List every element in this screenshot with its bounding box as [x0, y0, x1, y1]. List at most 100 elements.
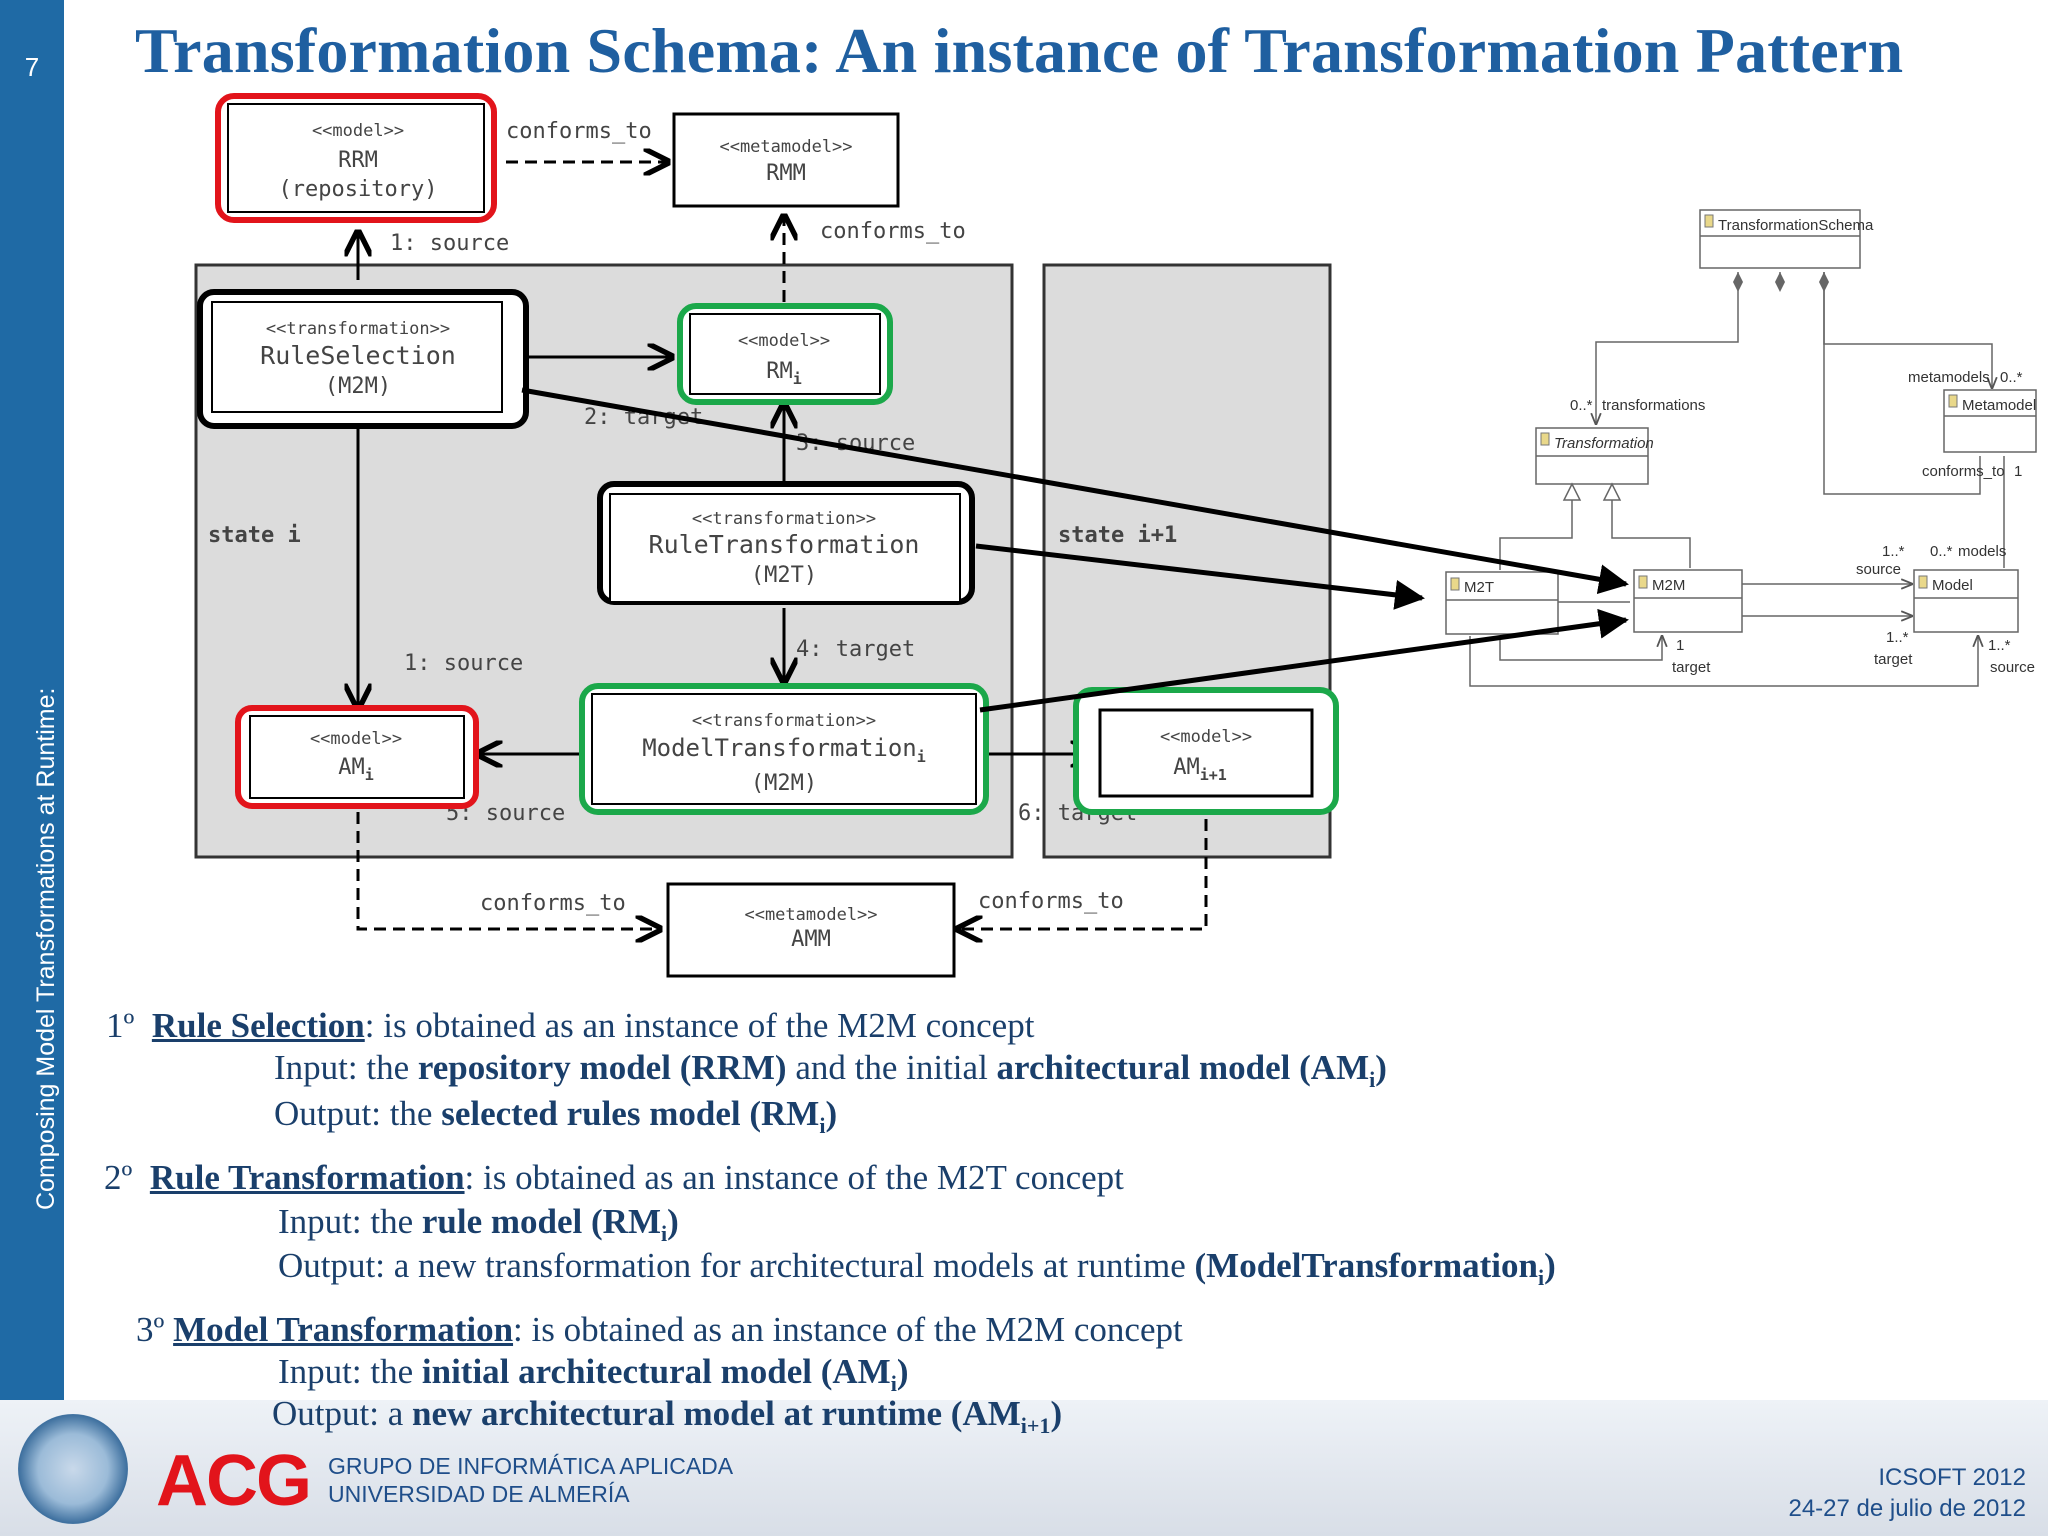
svg-text:AMi+1: AMi+1: [1173, 755, 1227, 784]
uml-class-transformation: Transformation: [1554, 435, 1654, 452]
ami-box: <<model>> AMi: [235, 705, 479, 809]
step-2-input-sub: i: [660, 1221, 668, 1246]
step-1-input-mid: and the initial: [786, 1048, 997, 1087]
uml-class-metamodel: Metamodel: [1962, 397, 2036, 414]
rm-index: i: [793, 370, 802, 388]
uml-role-conforms: conforms_to: [1922, 463, 2005, 480]
uml-mult-metamodels: 0..*: [2000, 369, 2023, 386]
uml-role-metamodels: metamodels: [1908, 369, 1990, 386]
step-2-desc: : is obtained as an instance of the M2T …: [464, 1158, 1124, 1197]
uml-mult-source-b: 1..*: [1988, 637, 2011, 654]
step-2-input-bold: rule model (RM: [421, 1202, 661, 1241]
ruletransformation-box: <<transformation>> RuleTransformation (M…: [597, 481, 975, 605]
step-3-output-sub: i+1: [1020, 1413, 1051, 1438]
slide-title: Transformation Schema: An instance of Tr…: [135, 15, 1904, 86]
footer-band: [0, 1400, 2048, 1536]
step-1-input-prefix: Input: the: [274, 1048, 418, 1087]
uml-role-models: models: [1958, 543, 2006, 560]
uml-role-source-b: source: [1990, 659, 2035, 676]
uml-generalization-arrows: [1562, 482, 1622, 501]
ruleselection-sub: (M2M): [325, 374, 391, 399]
step-2-output: Output: a new transformation for archite…: [278, 1246, 1556, 1291]
rrm-box: <<model>> RRM (repository): [215, 93, 497, 223]
conforms-to-label-3: conforms_to: [480, 891, 626, 916]
step-3-name: Model Transformation: [173, 1310, 514, 1349]
slide-number: 7: [24, 52, 40, 82]
ruleselection-name: RuleSelection: [260, 341, 456, 370]
university-seal-icon: [18, 1414, 128, 1524]
amm-stereotype: <<metamodel>>: [744, 905, 877, 925]
ami1-name: AM: [1173, 755, 1200, 780]
uml-role-target-b: target: [1874, 651, 1913, 668]
step-1-output: Output: the selected rules model (RMi): [274, 1094, 837, 1139]
step-3-desc: : is obtained as an instance of the M2M …: [513, 1310, 1183, 1349]
uml-mult-models: 0..*: [1930, 543, 1953, 560]
ami-stereotype: <<model>>: [310, 729, 402, 749]
uml-mult-conforms: 1: [2014, 463, 2022, 480]
step-3-title: 3º Model Transformation: is obtained as …: [136, 1310, 1183, 1350]
step-1-title: 1º Rule Selection: is obtained as an ins…: [106, 1006, 1034, 1046]
ruletransformation-name: RuleTransformation: [649, 530, 920, 559]
rmm-stereotype: <<metamodel>>: [719, 137, 852, 157]
modeltransformation-name: ModelTransformation: [642, 734, 917, 762]
sidebar: [0, 0, 64, 1536]
state-i1-label: state i+1: [1058, 523, 1177, 548]
step-1-input: Input: the repository model (RRM) and th…: [274, 1048, 1387, 1093]
step-1-output-end: ): [825, 1094, 838, 1133]
step-3-input-bold: initial architectural model (AM: [421, 1352, 891, 1391]
ami-index: i: [365, 766, 374, 784]
acg-logo: ACG: [156, 1440, 312, 1522]
conforms-to-label-1: conforms_to: [506, 119, 652, 144]
uml-role-target: target: [1672, 659, 1711, 676]
step-3-input-prefix: Input: the: [278, 1352, 422, 1391]
step-2-output-end: ): [1544, 1246, 1556, 1285]
source-1-left-label: 1: source: [404, 651, 523, 676]
step-1-output-bold: selected rules model (RM: [441, 1094, 820, 1133]
uml-mult-source: 1..*: [1882, 543, 1905, 560]
step-1-input-am: architectural model (AM: [996, 1048, 1370, 1087]
ruletransformation-sub: (M2T): [751, 563, 817, 588]
ruleselection-stereotype: <<transformation>>: [266, 319, 450, 339]
step-1-output-sub: i: [819, 1113, 826, 1138]
modeltransformation-index: i: [917, 748, 926, 766]
uml-mult-target: 1: [1676, 637, 1684, 654]
ami1-stereotype: <<model>>: [1160, 727, 1252, 747]
rrm-sub: (repository): [279, 177, 438, 202]
conference-dates: 24-27 de julio de 2012: [1788, 1495, 2026, 1522]
ruleselection-box: <<transformation>> RuleSelection (M2M): [197, 289, 529, 429]
conforms-to-label-4: conforms_to: [978, 889, 1124, 914]
ruletransformation-stereotype: <<transformation>>: [692, 509, 876, 529]
conforms-to-label-2: conforms_to: [820, 219, 966, 244]
rmm-box: <<metamodel>> RMM: [672, 112, 900, 208]
uml-class-m2t: M2T: [1464, 579, 1494, 596]
rrm-stereotype: <<model>>: [312, 121, 404, 141]
ami-name: AM: [338, 755, 365, 780]
uml-class-schema: TransformationSchema: [1718, 217, 1874, 234]
group-line-2: UNIVERSIDAD DE ALMERÍA: [328, 1481, 630, 1507]
modeltransformation-sub: (M2M): [751, 771, 817, 796]
rm-stereotype: <<model>>: [738, 331, 830, 351]
step-3-input-sub: i: [890, 1371, 897, 1396]
modeltransformation-box: <<transformation>> ModelTransformationi …: [579, 683, 989, 815]
step-1-desc: : is obtained as an instance of the M2M …: [364, 1006, 1035, 1045]
step-2-output-bold: (ModelTransformation: [1194, 1246, 1538, 1285]
step-3-output-bold: new architectural model at runtime (AM: [411, 1394, 1021, 1433]
step-2-output-sub: i: [1538, 1265, 1545, 1290]
ami1-box: <<model>> AMi+1: [1073, 687, 1339, 815]
conference-info: ICSOFT 2012 24-27 de julio de 2012: [1788, 1462, 2026, 1524]
rrm-name: RRM: [338, 148, 378, 173]
amm-name: AMM: [791, 927, 831, 952]
modeltransformation-stereotype: <<transformation>>: [692, 711, 876, 731]
uml-class-m2m: M2M: [1652, 577, 1685, 594]
step-3-input: Input: the initial architectural model (…: [278, 1352, 909, 1397]
rm-box: <<model>> RMi: [677, 303, 893, 405]
source-1-top-label: 1: source: [390, 231, 509, 256]
step-3-output: Output: a new architectural model at run…: [272, 1394, 1062, 1439]
rmm-name: RMM: [766, 161, 806, 186]
step-1-input-end: ): [1375, 1048, 1387, 1087]
step-2-input-prefix: Input: the: [278, 1202, 422, 1241]
step-3-number: 3º: [136, 1310, 165, 1349]
step-1-name: Rule Selection: [151, 1006, 365, 1045]
uml-mult-target-b: 1..*: [1886, 629, 1909, 646]
